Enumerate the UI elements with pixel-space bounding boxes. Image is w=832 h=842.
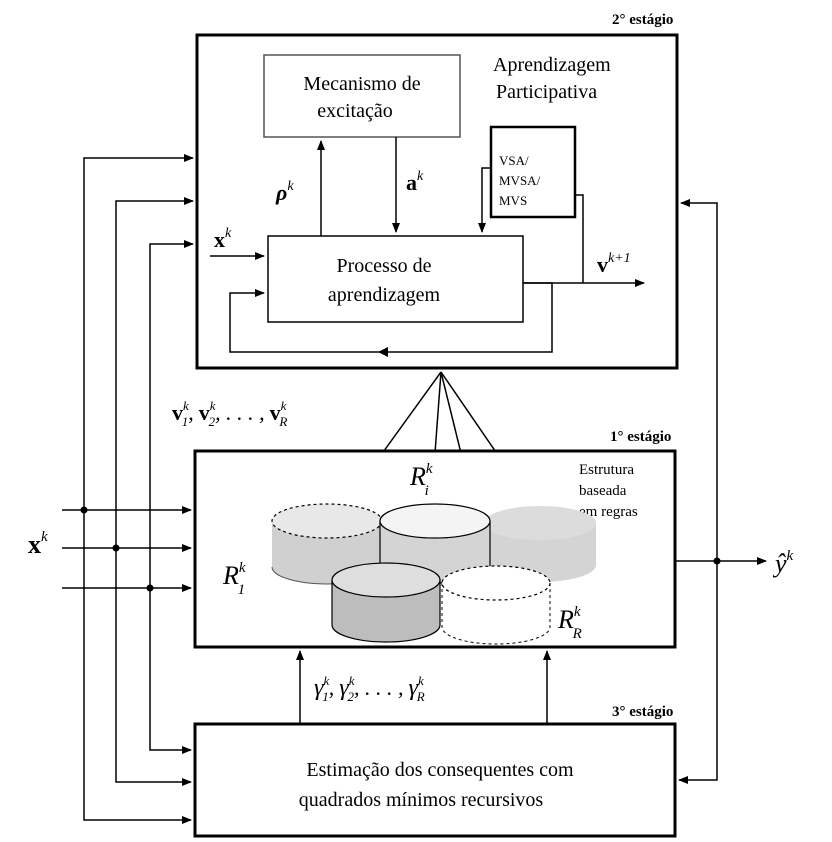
excitation-mechanism-box [263,54,461,138]
participative-learning-title-1: Aprendizagem [493,54,611,76]
feedback-loop-line [229,282,553,353]
rho-label: ρk [275,179,294,205]
bus-node-2 [112,544,120,552]
vsa-to-learning-arrow [478,167,491,233]
stage-3-label: 3° estágio [612,704,673,720]
rules-label-2: baseada [579,483,627,499]
bus-node-3 [146,584,154,592]
a-label: ak [406,169,424,195]
vsa-label-2: MVSA/ [499,173,541,188]
input-x-label: xk [28,529,48,559]
rule-cylinder-2 [331,562,441,643]
feedback-loop-arrowhead [378,347,388,357]
bus-line-1-down [83,510,192,824]
learning-label-2: aprendizagem [328,284,441,306]
bus-line-1-up [83,154,194,510]
third-stage-label-1: Estimação dos consequentes com [306,759,574,781]
rules-label-1: Estrutura [579,462,634,478]
third-stage-label-2: quadrados mínimos recursivos [299,789,544,811]
rules-label-3: em regras [579,504,638,520]
excitation-label-2: excitação [317,100,393,122]
stage-2-label: 2° estágio [612,12,673,28]
rule-cylinder-R [441,565,551,645]
bus-node-1 [80,506,88,514]
output-feedback-down [678,561,718,784]
v-next-label: vk+1 [597,251,631,277]
output-y-label: ŷk [772,548,794,578]
participative-learning-title-2: Participativa [496,81,597,103]
x-input-learning-label: xk [214,226,232,252]
vsa-loop-line [575,194,584,283]
stage-3-box [193,722,677,838]
vsa-label-3: MVS [499,193,527,208]
learning-label-1: Processo de [337,255,432,277]
bus-line-3-up [149,240,194,588]
output-feedback-up [680,199,718,561]
bus-line-3-down [149,588,192,754]
bus-line-2-up [115,197,194,548]
stage-1-label: 1° estágio [610,429,671,445]
vsa-label-1: VSA/ [499,153,529,168]
excitation-label-1: Mecanismo de [303,73,420,95]
bus-line-2-down [115,548,192,786]
learning-process-box [267,235,524,323]
vsa-box [489,125,577,219]
